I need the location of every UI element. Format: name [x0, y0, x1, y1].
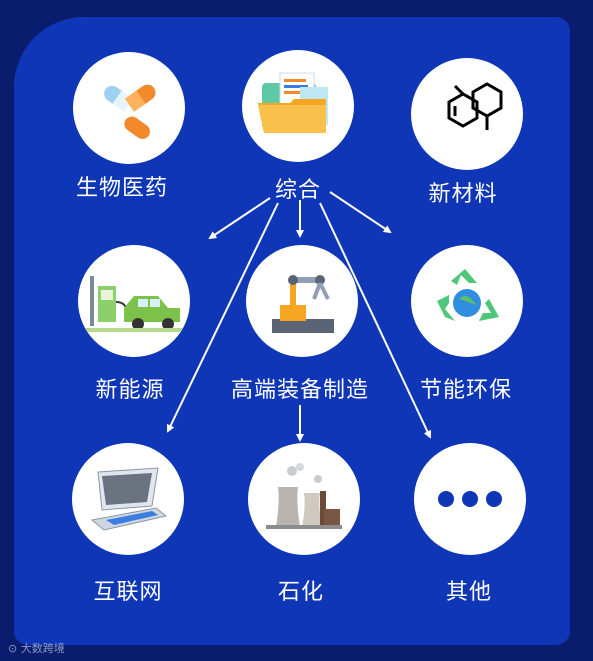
more-dots-icon [438, 491, 502, 507]
petro-circle [248, 443, 360, 555]
electric-car-icon [84, 276, 184, 332]
newenergy-label: 新能源 [95, 378, 165, 403]
biomed-label: 生物医药 [75, 176, 169, 201]
robot-arm-icon [272, 275, 334, 333]
center-circle [242, 50, 354, 162]
recycle-icon [437, 269, 499, 321]
factory-icon [266, 463, 342, 529]
hiend-label: 高端装备制造 [230, 378, 370, 403]
petro-label: 石化 [277, 580, 325, 605]
hiend-circle [246, 245, 358, 357]
newmat-circle [411, 58, 523, 170]
newmat-label: 新材料 [428, 182, 498, 207]
other-label: 其他 [445, 580, 493, 605]
eco-label: 节能环保 [419, 378, 513, 403]
folder-icon [258, 72, 328, 133]
other-circle [414, 443, 526, 555]
arrow-to-eco [329, 191, 392, 234]
eco-circle [411, 245, 523, 357]
molecule-icon [447, 82, 503, 130]
internet-circle [72, 443, 184, 555]
arrow-to-newenergy [208, 197, 271, 240]
biomed-circle [73, 52, 185, 164]
capsule-icon [104, 84, 156, 139]
arrow-to-internet [167, 202, 279, 433]
laptop-icon [90, 467, 168, 531]
center-label: 综合 [274, 178, 322, 203]
watermark-text: 大数跨境 [20, 642, 65, 655]
watermark: ⊙ 大数跨境 [8, 640, 65, 656]
internet-label: 互联网 [93, 580, 163, 605]
newenergy-circle [78, 245, 190, 357]
arrow-to-other [319, 202, 432, 439]
watermark-logo-icon: ⊙ [8, 642, 18, 655]
